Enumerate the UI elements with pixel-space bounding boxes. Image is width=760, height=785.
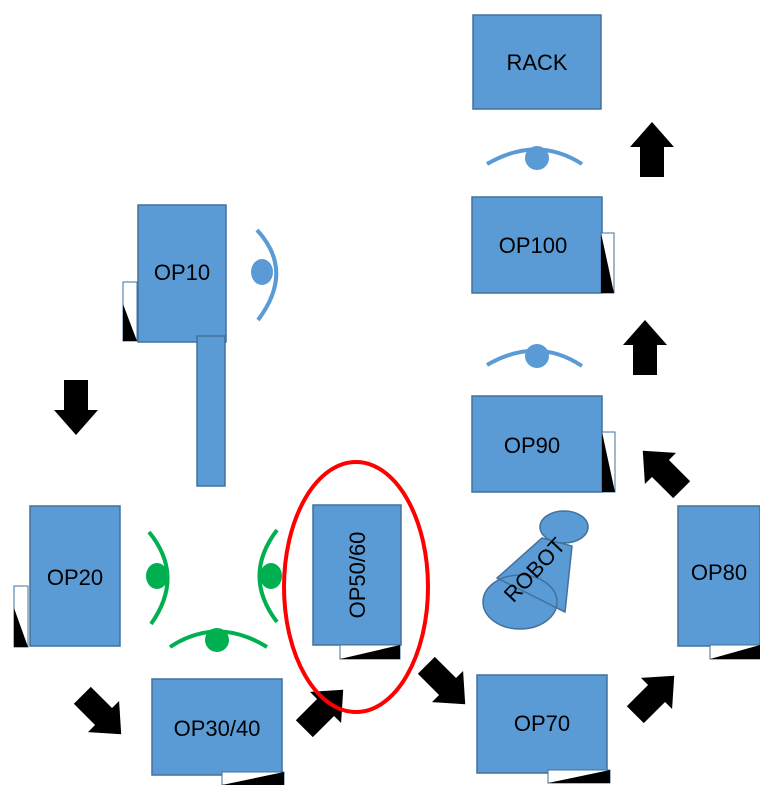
flow-arrow-icon (619, 660, 690, 731)
station-op20-label: OP20 (47, 565, 103, 590)
station-op20: OP20 (13, 505, 121, 648)
flow-arrow-icon (410, 649, 481, 720)
flow-arrow-icon (627, 435, 698, 506)
door-flag-shade (548, 770, 610, 783)
flow-arrow-icon (623, 320, 667, 375)
flow-arrow-icon (54, 380, 98, 435)
station-op10-label: OP10 (154, 260, 210, 285)
door-flag-shade (602, 432, 615, 492)
flow-arrow-icon (288, 674, 359, 745)
station-op100: OP100 (471, 196, 615, 294)
highlight-ellipse (282, 460, 430, 714)
robot: ROBOT (482, 510, 589, 630)
station-op100-label: OP100 (499, 233, 568, 258)
station-op80: OP80 (677, 505, 760, 660)
station-op90: OP90 (471, 395, 616, 493)
station-op90-label: OP90 (504, 433, 560, 458)
station-op50-60-label: OP50/60 (345, 532, 370, 619)
conveyor (196, 335, 226, 487)
station-op10: OP10 (122, 204, 227, 343)
door-flag-shade (222, 772, 284, 785)
door-flag-shade (710, 645, 760, 659)
station-rack: RACK (472, 14, 602, 110)
station-op50-60: OP50/60 (312, 504, 402, 660)
station-op80-label: OP80 (691, 560, 747, 585)
operator-op100 (485, 146, 584, 170)
operator-op50-60 (257, 528, 282, 624)
station-op70: OP70 (476, 674, 611, 784)
operator-op10 (251, 228, 279, 322)
door-flag-shade (340, 645, 400, 659)
station-op70-label: OP70 (514, 711, 570, 736)
station-rack-label: RACK (506, 50, 567, 75)
operator-op20 (146, 530, 170, 626)
door-flag-shade (601, 233, 614, 293)
door-flag-shade (123, 304, 137, 341)
flow-arrow-icon (66, 679, 137, 750)
station-op30-40: OP30/40 (151, 678, 285, 785)
station-op30-40-label: OP30/40 (174, 716, 261, 741)
operator-op30-40 (168, 628, 269, 652)
flow-arrow-icon (630, 122, 674, 177)
operator-op90 (485, 344, 584, 368)
door-flag-shade (14, 608, 28, 647)
